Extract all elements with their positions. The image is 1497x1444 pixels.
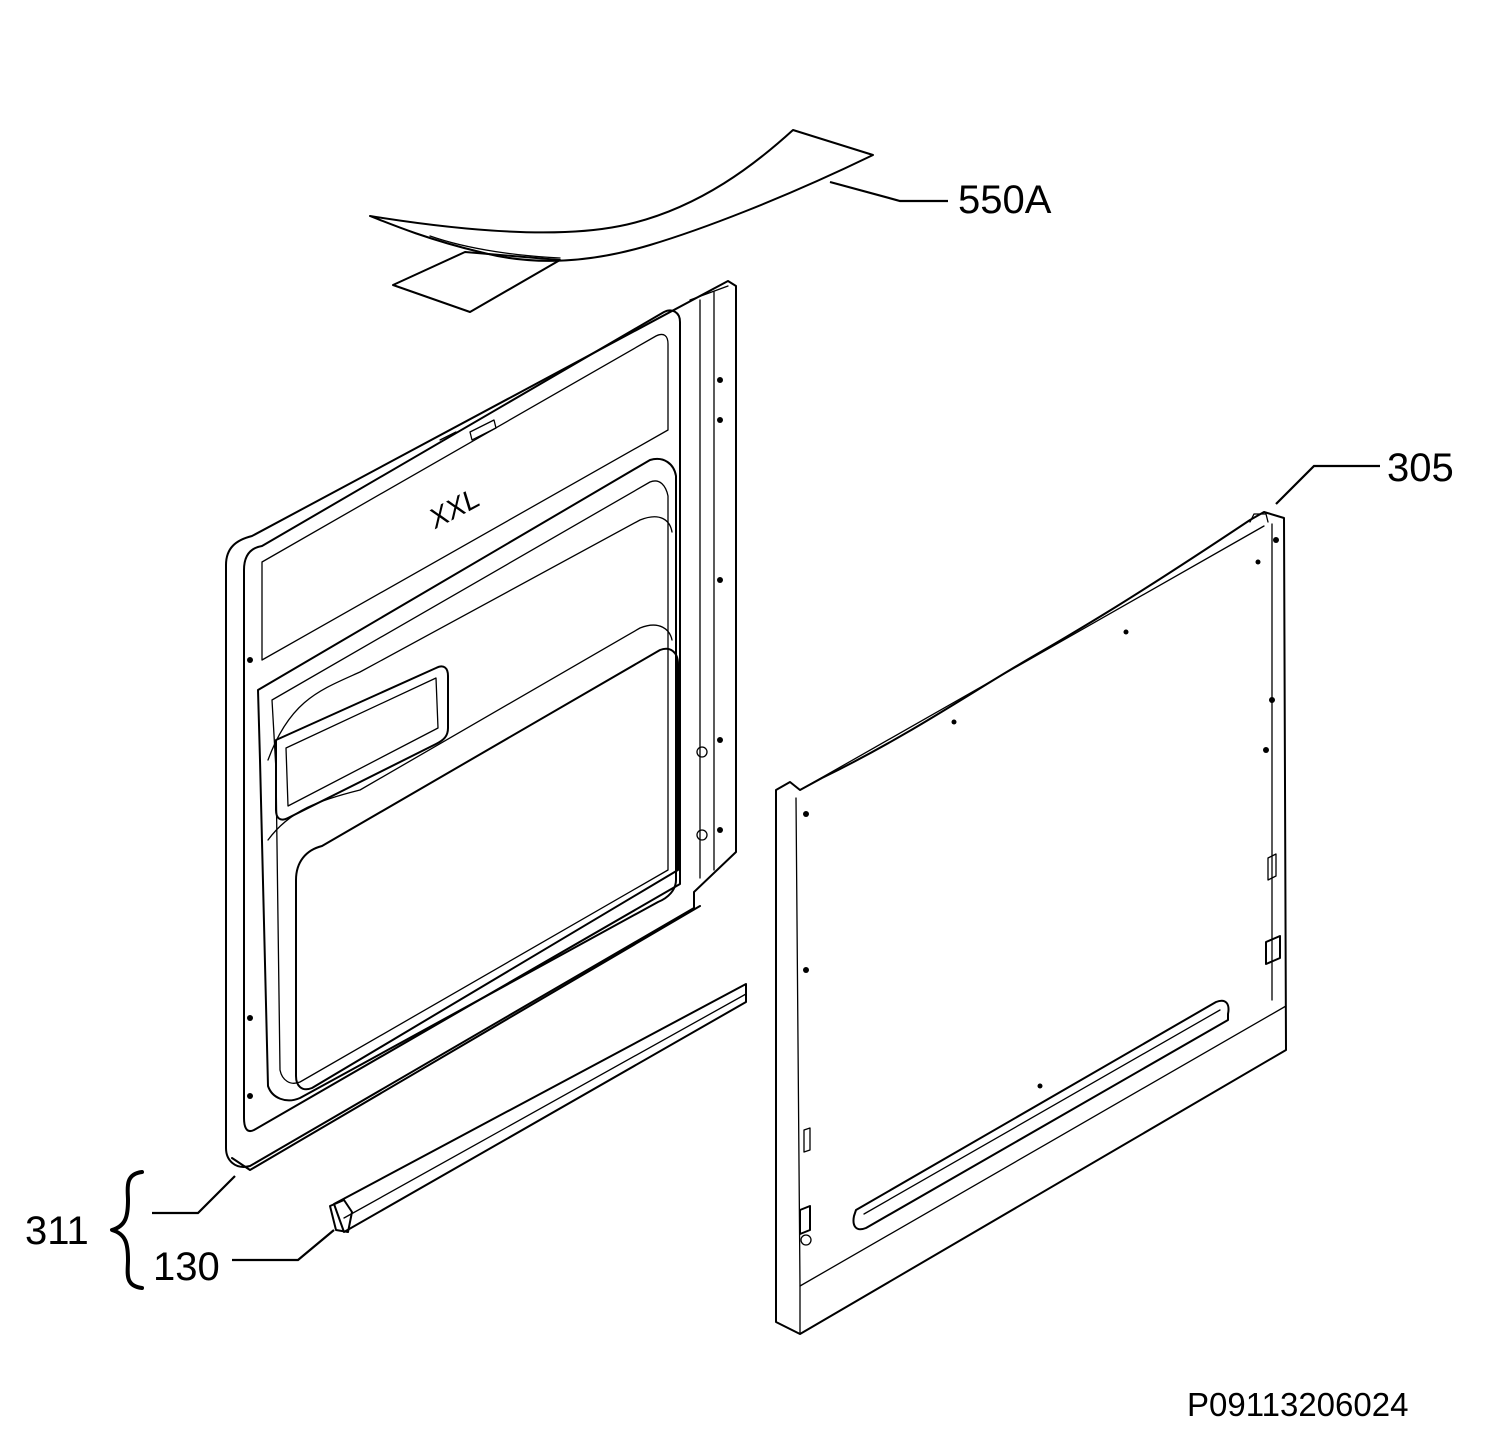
leader-550a xyxy=(829,180,948,203)
leader-311 xyxy=(152,1175,236,1215)
brand-emblem: XXL xyxy=(423,482,485,535)
leader-305 xyxy=(1275,464,1380,505)
label-550a: 550A xyxy=(958,178,1052,222)
group-brace xyxy=(110,1170,144,1290)
part-305-outer-door xyxy=(775,511,1287,1335)
part-311-inner-door xyxy=(225,280,737,1171)
leader-130 xyxy=(232,1229,335,1262)
part-550a-sheet xyxy=(369,129,874,313)
label-305: 305 xyxy=(1387,446,1454,490)
label-130: 130 xyxy=(153,1245,220,1289)
reference-code: P09113206024 xyxy=(1187,1386,1408,1423)
label-311: 311 xyxy=(25,1209,89,1253)
part-130-seal-strip xyxy=(329,983,747,1233)
